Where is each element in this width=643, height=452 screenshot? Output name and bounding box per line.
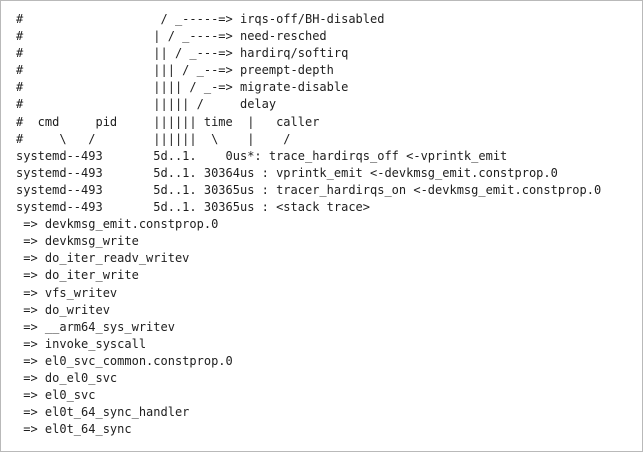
stack-frame: => devkmsg_emit.constprop.0 bbox=[16, 217, 219, 232]
stack-frame: => el0_svc bbox=[16, 388, 96, 403]
header-line-hardirq-softirq: # || / _---=> hardirq/softirq bbox=[16, 46, 349, 61]
header-line-delay: # ||||| / delay bbox=[16, 97, 277, 112]
stack-frame: => vfs_writev bbox=[16, 285, 118, 300]
event-line: systemd--493 5d..1. 30365us : tracer_har… bbox=[16, 182, 602, 197]
stack-frame: => do_iter_write bbox=[16, 268, 139, 283]
header-line-need-resched: # | / _----=> need-resched bbox=[16, 29, 327, 44]
header-line-arrows: # \ / |||||| \ | / bbox=[16, 131, 291, 146]
ftrace-output: # / _-----=> irqs-off/BH-disabled # | / … bbox=[16, 11, 601, 438]
stack-frame: => el0t_64_sync_handler bbox=[16, 405, 190, 420]
stack-frame: => devkmsg_write bbox=[16, 234, 139, 249]
stack-frame: => do_writev bbox=[16, 302, 110, 317]
stack-frame: => el0_svc_common.constprop.0 bbox=[16, 353, 233, 368]
header-line-migrate-disable: # |||| / _-=> migrate-disable bbox=[16, 80, 349, 95]
stack-frame: => do_iter_readv_writev bbox=[16, 251, 190, 266]
event-line: systemd--493 5d..1. 30365us : <stack tra… bbox=[16, 200, 371, 215]
stack-trace: => devkmsg_emit.constprop.0 => devkmsg_w… bbox=[16, 216, 601, 438]
stack-frame: => __arm64_sys_writev bbox=[16, 319, 175, 334]
stack-frame: => el0t_64_sync bbox=[16, 422, 132, 437]
trace-events: systemd--493 5d..1. 0us*: trace_hardirqs… bbox=[16, 148, 601, 216]
event-line: systemd--493 5d..1. 30364us : vprintk_em… bbox=[16, 165, 558, 180]
stack-frame: => do_el0_svc bbox=[16, 370, 118, 385]
header-line-irqs-off: # / _-----=> irqs-off/BH-disabled bbox=[16, 12, 385, 26]
header-line-preempt-depth: # ||| / _--=> preempt-depth bbox=[16, 63, 334, 78]
trace-header: # / _-----=> irqs-off/BH-disabled # | / … bbox=[16, 11, 601, 148]
event-line: systemd--493 5d..1. 0us*: trace_hardirqs… bbox=[16, 148, 508, 163]
header-line-columns: # cmd pid |||||| time | caller bbox=[16, 114, 320, 129]
stack-frame: => invoke_syscall bbox=[16, 336, 147, 351]
